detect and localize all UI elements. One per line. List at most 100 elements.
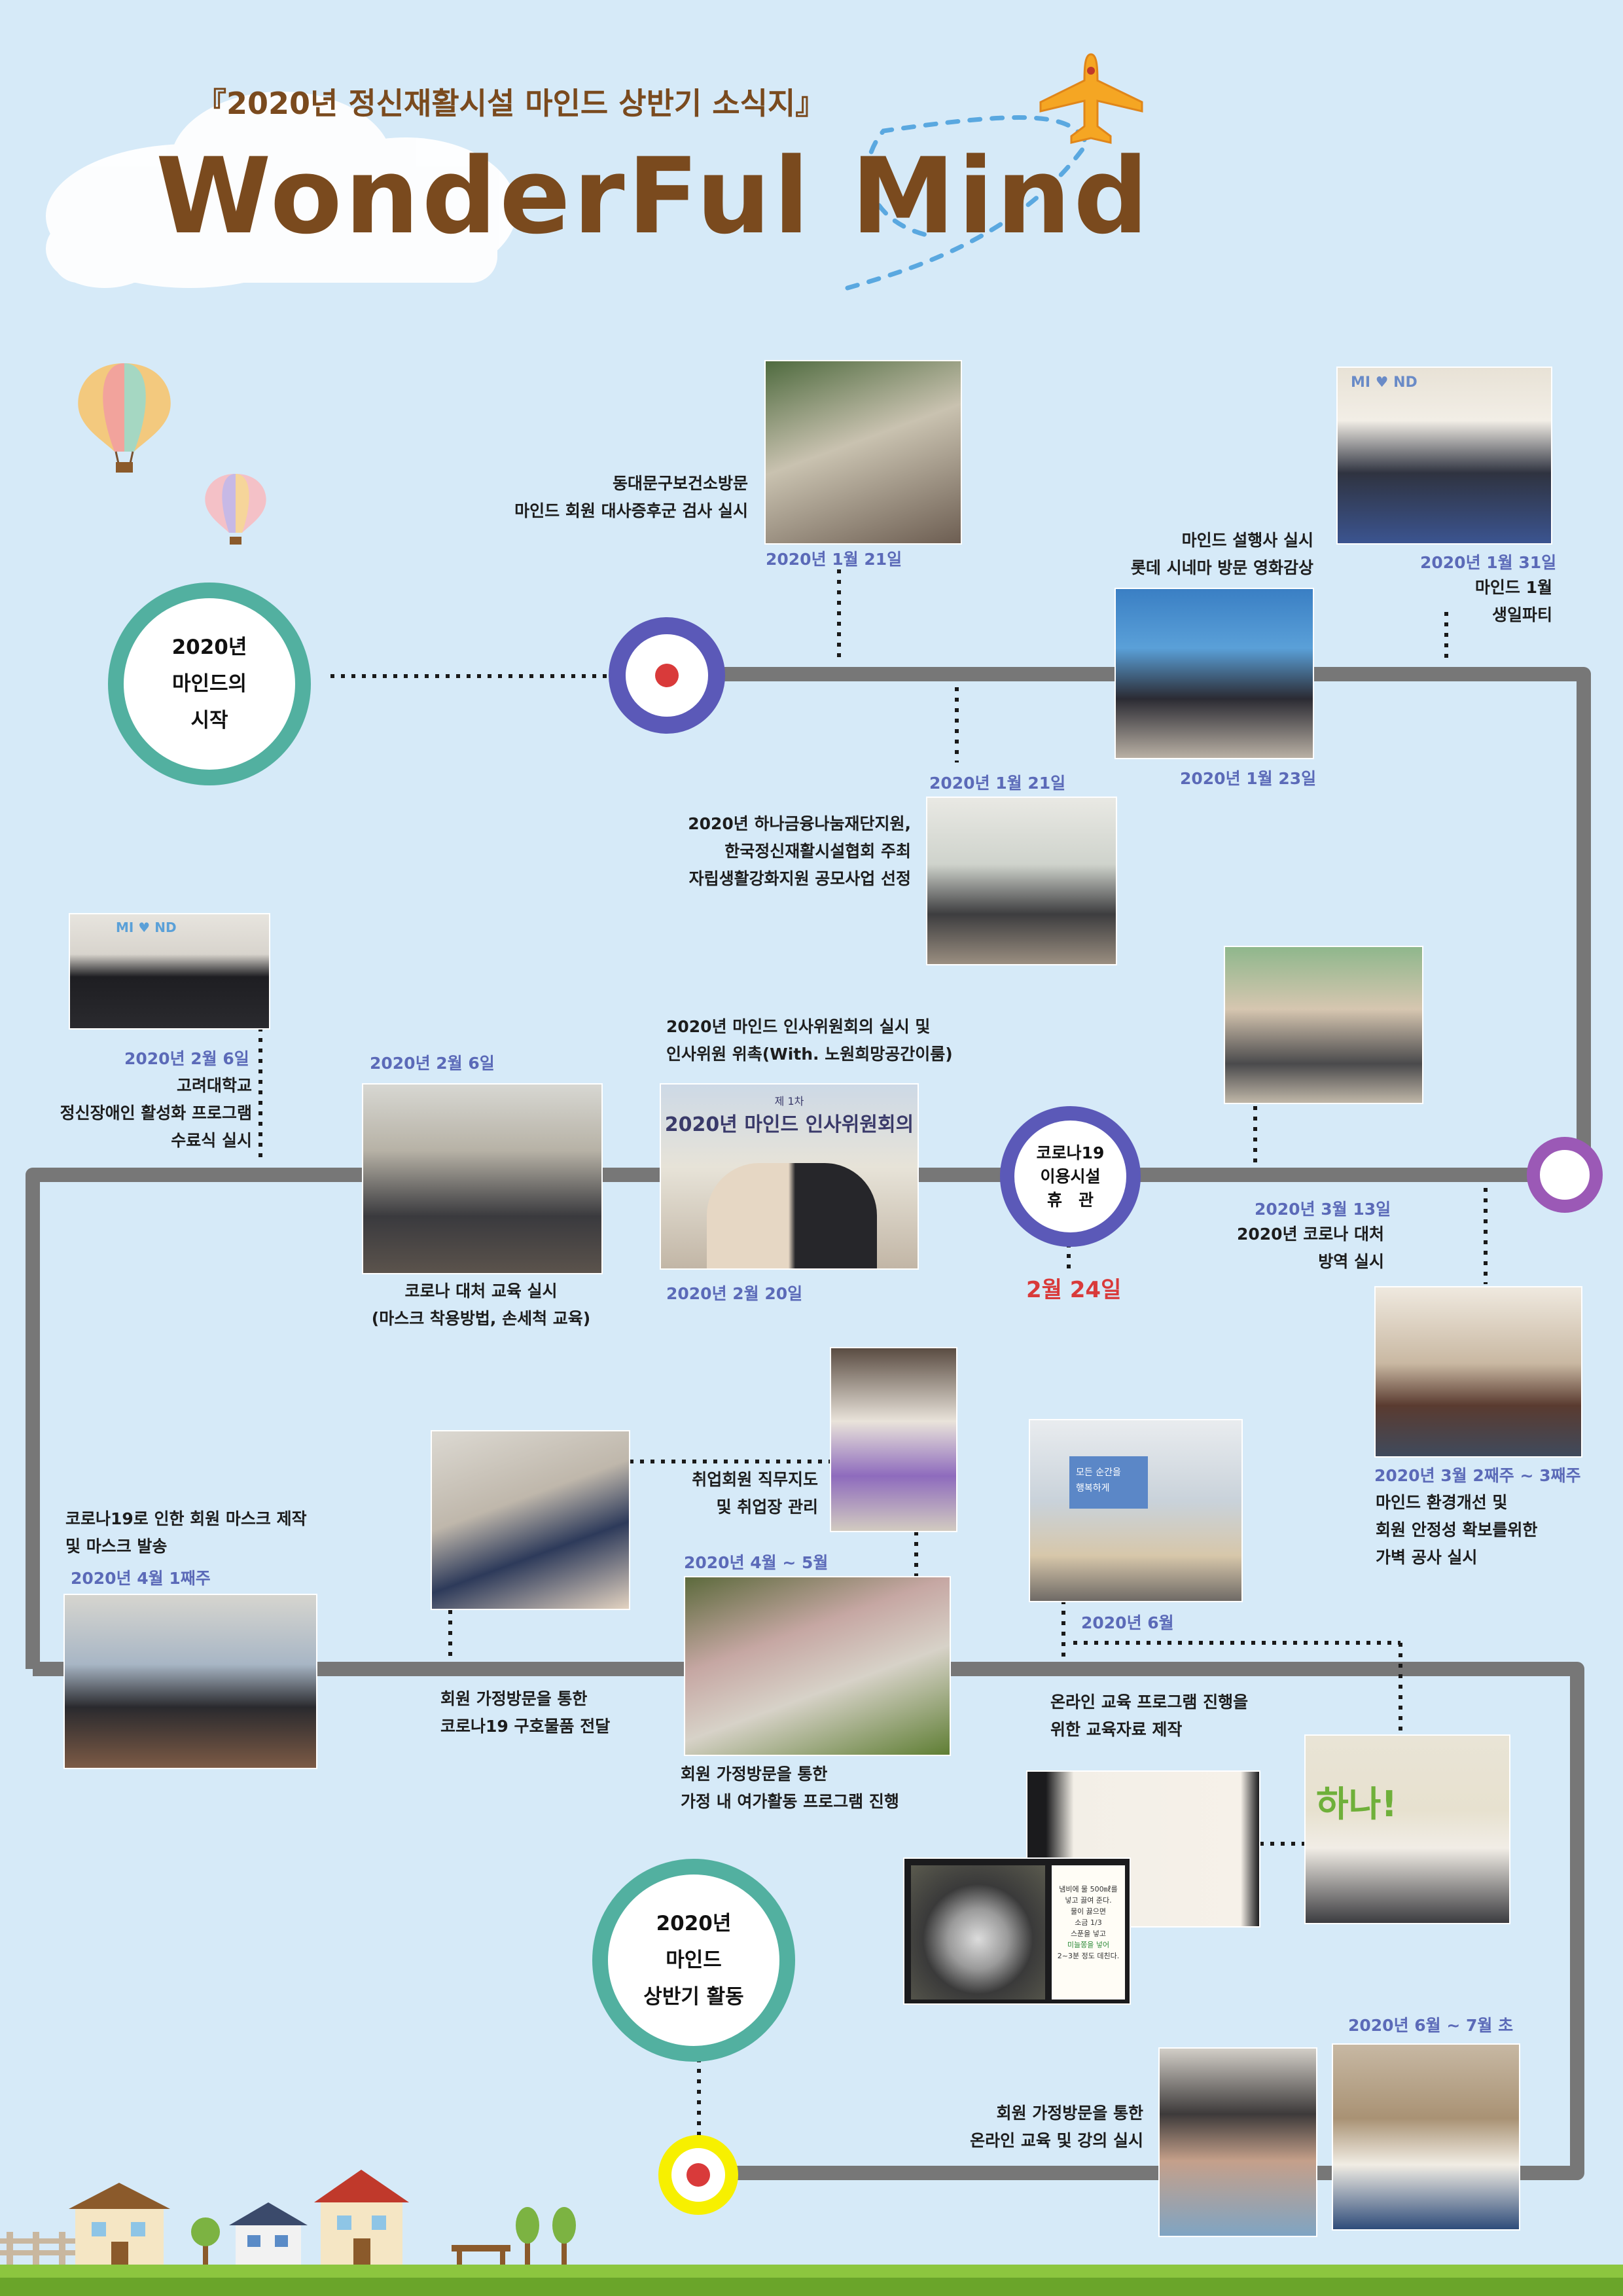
- event-e9-line: 가벽 공사 실시: [1376, 1548, 1478, 1567]
- grass-strip-dark: [0, 2278, 1623, 2296]
- meeting-banner-title: 2020년 마인드 인사위원회의: [664, 1113, 914, 1136]
- event-e7-date: 2020년 2월 20일: [666, 1284, 803, 1303]
- recipe-card-line: 물이 끓으면: [1070, 1907, 1107, 1916]
- tree-icon: [516, 2207, 576, 2268]
- node-end-dot: [687, 2163, 710, 2187]
- event-e2-date: 2020년 1월 21일: [929, 774, 1066, 793]
- photo-job-guidance: [830, 1347, 957, 1532]
- screen-text-line: 행복하게: [1076, 1483, 1110, 1494]
- event-e2-line: 한국정신재활시설협회 주최: [724, 842, 911, 861]
- node-start-line: 2020년: [171, 636, 247, 659]
- house-icon: [229, 2202, 308, 2268]
- photo-corona-education: [362, 1083, 603, 1274]
- mind-sign-text: MI ♥ ND: [1351, 374, 1418, 391]
- node-start-line: 시작: [190, 709, 228, 732]
- photo-birthday-party: MI ♥ ND: [1336, 367, 1552, 545]
- photo-recipe-video: 냄비에 물 500㎖를 넣고 끓여 준다. 물이 끓으면 소금 1/3 스푼을 …: [903, 1857, 1131, 2005]
- event-e6-text: 코로나 대처 교육 실시 (마스크 착용방법, 손세척 교육): [363, 1278, 599, 1333]
- event-e2-line: 2020년 하나금융나눔재단지원,: [688, 814, 911, 833]
- recipe-banner-text: 하나!: [1316, 1784, 1397, 1825]
- event-e13-line: 가정 내 여가활동 프로그램 진행: [681, 1792, 899, 1811]
- photo-cinema-group: [1115, 588, 1314, 759]
- house-icon: [314, 2170, 409, 2268]
- event-e7-text: 2020년 마인드 인사위원회의 실시 및 인사위원 위촉(With. 노원희망…: [666, 1013, 953, 1068]
- event-e14-date: 2020년 6월: [1081, 1613, 1174, 1632]
- hot-air-balloon-icon: [78, 363, 171, 473]
- event-e3-line: 롯데 시네마 방문 영화감상: [1130, 558, 1313, 577]
- event-e9-date: 2020년 3월 2째주 ~ 3째주: [1374, 1466, 1581, 1485]
- screen-text: 모든 순간을 행복하게: [1069, 1456, 1148, 1509]
- photo-graduation: MI ♥ ND: [69, 913, 270, 1030]
- event-e10-line: 코로나19로 인한 회원 마스크 제작: [65, 1509, 307, 1528]
- event-e4-line: 생일파티: [1491, 605, 1552, 624]
- event-e8-line: 방역 실시: [1318, 1252, 1384, 1271]
- house-icon: [69, 2183, 170, 2268]
- node-corona-line: 이용시설: [1040, 1166, 1101, 1186]
- meeting-banner-tag: 제 1차: [774, 1095, 804, 1107]
- event-e14-line: 위한 교육자료 제작: [1050, 1720, 1183, 1739]
- photo-fund-selection: [926, 797, 1117, 965]
- event-e7-line: 인사위원 위촉(With. 노원희망공간이룸): [666, 1045, 953, 1064]
- event-e11-line: 회원 가정방문을 통한: [440, 1689, 588, 1708]
- event-e5-date: 2020년 2월 6일: [124, 1049, 249, 1068]
- photo-relief-delivery: [431, 1430, 630, 1610]
- event-e6-date: 2020년 2월 6일: [370, 1054, 495, 1073]
- node-activity: 2020년 마인드 상반기 활동: [592, 1859, 795, 2062]
- node-activity-line: 2020년: [656, 1912, 732, 1935]
- cloud-decoration: [46, 92, 517, 288]
- node-jan-dot: [655, 664, 679, 687]
- photo-online-lecture-child: [1158, 2047, 1317, 2237]
- node-mar: [1527, 1137, 1603, 1213]
- event-e10-line: 및 마스크 발송: [65, 1537, 168, 1556]
- mind-sign-text: MI ♥ ND: [116, 920, 177, 935]
- event-e4-date: 2020년 1월 31일: [1420, 553, 1557, 572]
- node-activity-line: 마인드: [666, 1948, 722, 1972]
- event-e8-line: 2020년 코로나 대처: [1237, 1225, 1384, 1244]
- event-e3-date: 2020년 1월 23일: [1180, 769, 1317, 788]
- photo-home-gardening: [684, 1576, 951, 1756]
- photo-health-center: [764, 360, 962, 545]
- event-e10-text: 코로나19로 인한 회원 마스크 제작 및 마스크 발송: [65, 1505, 307, 1560]
- node-corona: 코로나19 이용시설 휴 관: [1000, 1106, 1141, 1247]
- photo-hr-meeting: 제 1차 2020년 마인드 인사위원회의: [660, 1083, 919, 1270]
- event-e11-text: 회원 가정방문을 통한 코로나19 구호물품 전달: [440, 1685, 610, 1740]
- event-e13-text: 회원 가정방문을 통한 가정 내 여가활동 프로그램 진행: [681, 1761, 899, 1816]
- photo-online-lecture-floor: [1332, 2043, 1520, 2231]
- node-corona-line: 휴 관: [1046, 1190, 1094, 1210]
- recipe-card-line: 냄비에 물 500㎖를: [1059, 1885, 1118, 1893]
- event-e8-text: 2020년 코로나 대처 방역 실시: [1237, 1221, 1384, 1276]
- bottom-scenery: [0, 2170, 1623, 2296]
- recipe-pot: [911, 1865, 1045, 2000]
- event-e1-text: 동대문구보건소방문 마인드 회원 대사증후군 검사 실시: [514, 470, 748, 525]
- event-e12-line: 및 취업장 관리: [716, 1498, 818, 1516]
- event-e14-text: 온라인 교육 프로그램 진행을 위한 교육자료 제작: [1050, 1689, 1248, 1744]
- node-start-line: 마인드의: [171, 672, 247, 696]
- recipe-card-line: 넣고 끓여 준다.: [1065, 1896, 1112, 1905]
- event-e4-text: 마인드 1월 생일파티: [1475, 574, 1552, 629]
- event-e9-text: 마인드 환경개선 및 회원 안정성 확보를위한 가벽 공사 실시: [1376, 1489, 1537, 1571]
- corona-closure-date: 2월 24일: [1026, 1277, 1122, 1303]
- fence-decoration: [0, 2232, 79, 2265]
- event-e15-text: 회원 가정방문을 통한 온라인 교육 및 강의 실시: [970, 2100, 1143, 2155]
- event-e5-line: 수료식 실시: [171, 1131, 252, 1150]
- photo-wall-construction: [1374, 1286, 1582, 1458]
- event-e2-text: 2020년 하나금융나눔재단지원, 한국정신재활시설협회 주최 자립생활강화지원…: [688, 810, 911, 893]
- node-corona-line: 코로나19: [1036, 1143, 1105, 1162]
- event-e2-line: 자립생활강화지원 공모사업 선정: [688, 869, 911, 888]
- timeline-row-1: [681, 667, 1591, 1175]
- event-e12-line: 취업회원 직무지도: [692, 1470, 818, 1489]
- flight-path: [845, 115, 1089, 291]
- newsletter-title: WonderFul Mind: [156, 135, 1151, 257]
- event-e9-line: 마인드 환경개선 및: [1376, 1493, 1508, 1512]
- event-e14-line: 온라인 교육 프로그램 진행을: [1050, 1693, 1249, 1712]
- event-e1-line: 동대문구보건소방문: [612, 474, 748, 493]
- event-e9-line: 회원 안정성 확보를위한: [1376, 1520, 1538, 1539]
- event-e7-line: 2020년 마인드 인사위원회의 실시 및: [666, 1017, 931, 1036]
- screen-text-line: 모든 순간을: [1076, 1467, 1121, 1478]
- event-e12-text: 취업회원 직무지도 및 취업장 관리: [692, 1466, 818, 1521]
- node-jan: [609, 617, 725, 734]
- event-e5-line: 정신장애인 활성화 프로그램: [60, 1103, 252, 1122]
- newsletter-subtitle: 『2020년 정신재활시설 마인드 상반기 소식지』: [196, 86, 826, 121]
- event-e15-line: 회원 가정방문을 통한: [996, 2104, 1143, 2123]
- event-e3-line: 마인드 설행사 실시: [1181, 531, 1313, 550]
